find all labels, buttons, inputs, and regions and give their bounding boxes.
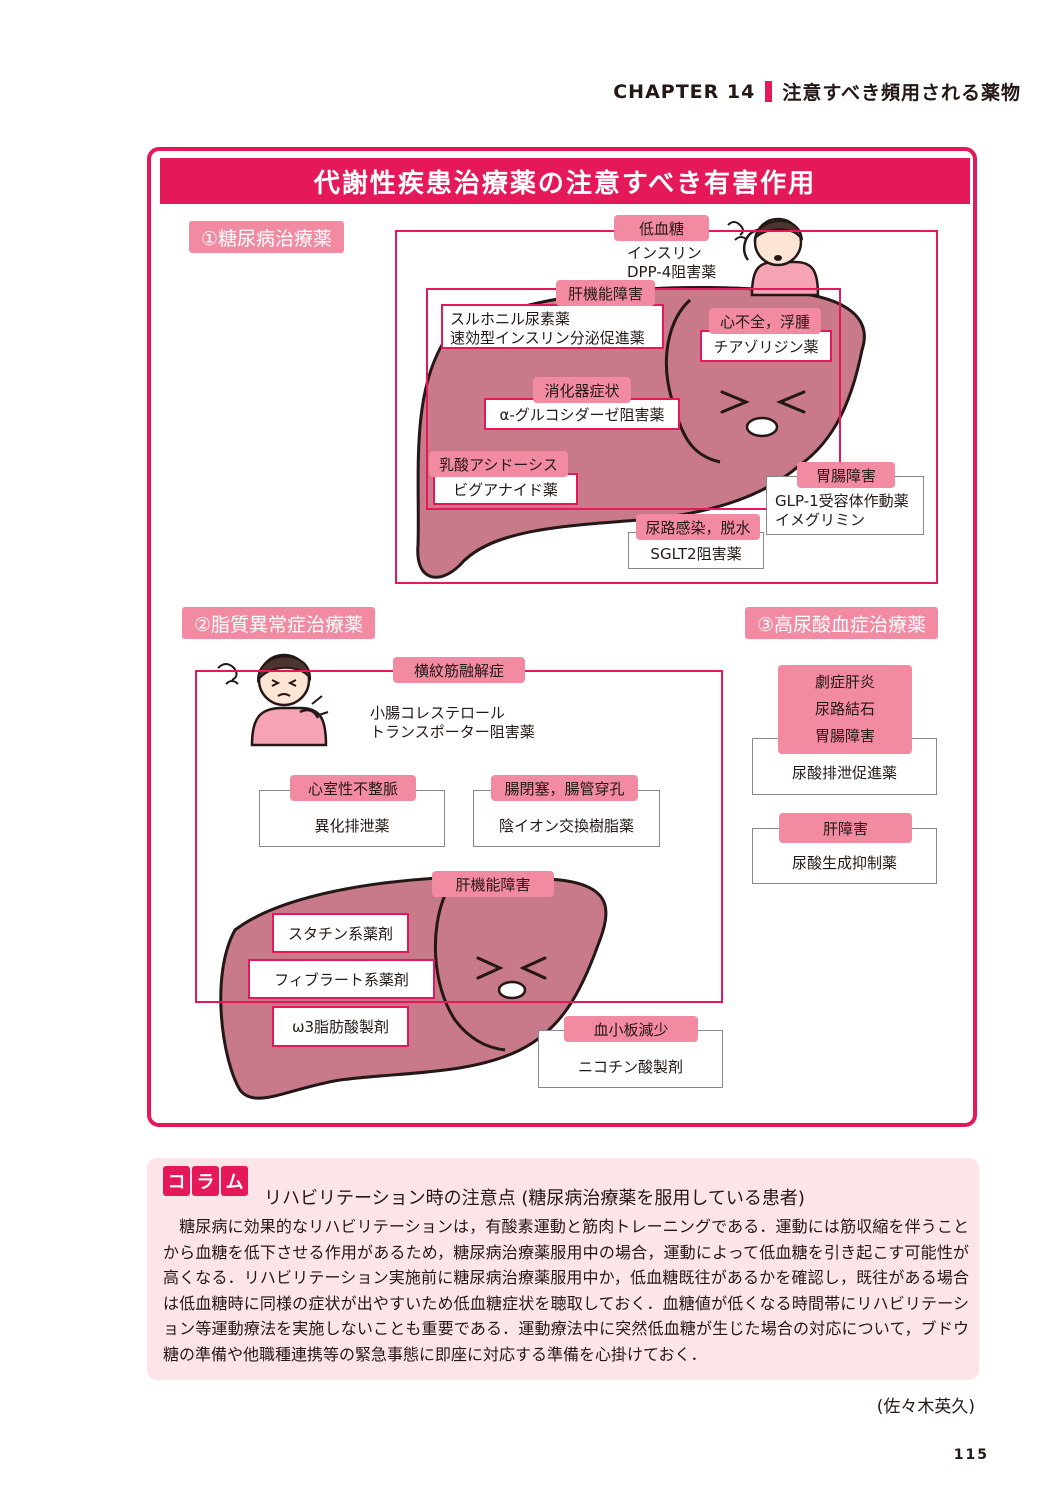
- digestive-drug-box: α-グルコシダーゼ阻害薬: [484, 398, 680, 430]
- drug-ezetimibe-1: 小腸コレステロール: [370, 704, 506, 722]
- tag-liver-damage: 肝障害: [779, 813, 912, 843]
- heart-drug-box: チアゾリジン薬: [700, 330, 832, 362]
- drug-probucol: 異化排泄薬: [314, 817, 390, 835]
- figure-frame: [147, 147, 977, 1127]
- tag-rhabdomyolysis: 横紋筋融解症: [393, 657, 525, 683]
- column-tag-ra: ラ: [192, 1166, 219, 1196]
- drug-xanthine-oxidase: 尿酸生成抑制薬: [791, 853, 897, 872]
- drug-fibrate: フィブラート系薬剤: [274, 970, 409, 989]
- tag-digestive: 消化器症状: [533, 377, 631, 403]
- tag-liver-dysfunction-lipid: 肝機能障害: [432, 871, 554, 897]
- column-tags: コ ラ ム: [163, 1166, 248, 1196]
- column-tag-ko: コ: [163, 1166, 190, 1196]
- drug-sglt2: SGLT2阻害薬: [650, 544, 742, 563]
- drug-alpha-glucosidase: α-グルコシダーゼ阻害薬: [499, 405, 665, 424]
- figure-title: 代謝性疾患治療薬の注意すべき有害作用: [160, 158, 970, 204]
- chapter-title: 注意すべき頻用される薬物: [782, 82, 1021, 104]
- drug-statin: スタチン系薬剤: [287, 924, 393, 943]
- page-number: 115: [953, 1447, 989, 1463]
- section-heading-lipid: ②脂質異常症治療薬: [182, 607, 376, 639]
- column-author: (佐々木英久): [876, 1397, 975, 1417]
- effect-gi-disorder: 胃腸障害: [814, 727, 875, 745]
- column-body: 糖尿病に効果的なリハビリテーションは，有酸素運動と筋肉トレーニングである．運動に…: [163, 1217, 969, 1364]
- tag-lactic-acidosis: 乳酸アシドーシス: [429, 451, 568, 477]
- drug-biguanide: ビグアナイド薬: [453, 480, 558, 499]
- section-heading-diabetes: ①糖尿病治療薬: [189, 221, 345, 253]
- drug-glp1: GLP-1受容体作動薬: [775, 492, 909, 510]
- chapter-header: CHAPTER 14 注意すべき頻用される薬物: [613, 78, 1021, 105]
- column-box: [147, 1158, 979, 1380]
- tag-hypoglycemia: 低血糖: [614, 215, 709, 241]
- drug-thiazolidine: チアゾリジン薬: [713, 337, 819, 356]
- effect-urolithiasis: 尿路結石: [814, 700, 875, 718]
- drug-nicotinic: ニコチン酸製剤: [577, 1057, 683, 1076]
- tag-uti-dehydration: 尿路感染，脱水: [636, 514, 760, 540]
- column-title: リハビリテーション時の注意点 (糖尿病治療薬を服用している患者): [264, 1188, 805, 1209]
- drug-omega3: ω3脂肪酸製剤: [291, 1018, 390, 1036]
- tag-thrombocytopenia: 血小板減少: [564, 1016, 698, 1042]
- drug-insulin: インスリン: [627, 244, 702, 262]
- tag-heart-failure: 心不全，浮腫: [709, 308, 821, 334]
- chapter-number: CHAPTER 14: [613, 80, 756, 103]
- tag-ileus: 腸閉塞，腸管穿孔: [491, 775, 638, 801]
- patient-muscle-pain-illustration: [217, 653, 329, 747]
- drug-imeglimin: イメグリミン: [775, 511, 866, 529]
- drug-resin: 陰イオン交換樹脂薬: [498, 817, 634, 835]
- statin-box: スタチン系薬剤: [272, 913, 409, 953]
- drug-uricosuric: 尿酸排泄促進薬: [791, 764, 897, 782]
- omega3-box: ω3脂肪酸製剤: [272, 1006, 409, 1047]
- uricosuric-effects: 劇症肝炎 尿路結石 胃腸障害: [778, 665, 912, 754]
- chapter-divider: [765, 81, 773, 102]
- effect-fulminant-hepatitis: 劇症肝炎: [814, 673, 875, 691]
- fibrate-box: フィブラート系薬剤: [248, 959, 435, 999]
- drug-dpp4: DPP-4阻害薬: [627, 263, 717, 281]
- tag-liver-dysfunction: 肝機能障害: [556, 280, 655, 306]
- drug-ezetimibe-2: トランスポーター阻害薬: [370, 723, 535, 741]
- tag-gi-disorder: 胃腸障害: [797, 462, 895, 488]
- liver-drugs-box: スルホニル尿素薬 速効型インスリン分泌促進薬: [441, 304, 664, 349]
- section-heading-uric: ③高尿酸血症治療薬: [745, 607, 939, 639]
- drug-glinide: 速効型インスリン分泌促進薬: [450, 329, 645, 347]
- tag-arrhythmia: 心室性不整脈: [290, 775, 416, 801]
- patient-dizzy-illustration: [727, 217, 820, 297]
- drug-sulfonylurea: スルホニル尿素薬: [450, 310, 571, 328]
- column-tag-mu: ム: [221, 1166, 248, 1196]
- lactic-drug-box: ビグアナイド薬: [433, 473, 578, 505]
